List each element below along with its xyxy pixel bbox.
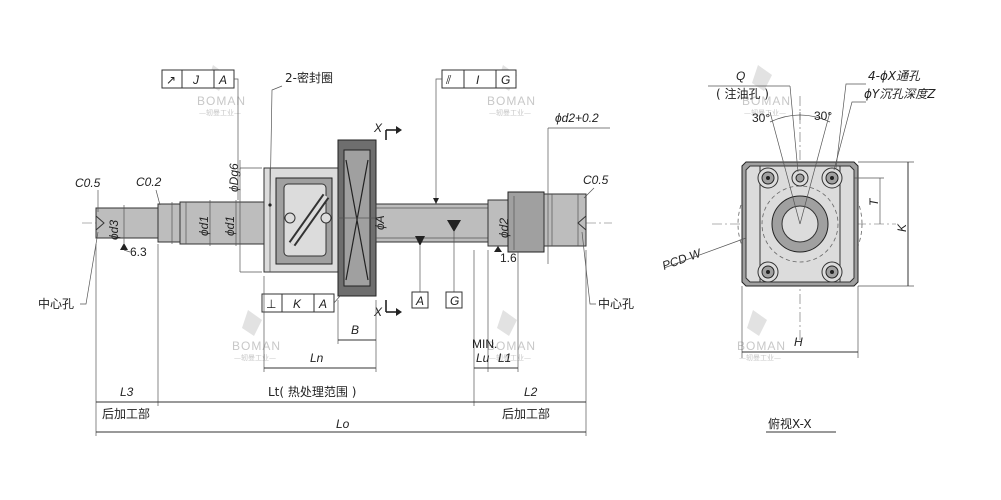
watermark-brand: BOMAN [737,339,786,353]
through-hole-label: 4-ϕX通孔 [868,69,921,83]
screw-head [320,212,332,224]
shaft-end-left [95,207,159,239]
H-label: H [794,335,803,349]
watermark-tagline: —轫曼工业— [489,108,531,117]
Lt-label: Lt( 热处理范围 ) [268,385,356,399]
shaft-step-left [157,203,181,243]
center-hole-right-label: 中心孔 [598,296,634,311]
watermark-logo-4: BOMAN —轫曼工业— [232,310,281,362]
d1b-label: ϕd1 [223,216,237,236]
bolt-hole [757,167,779,189]
watermark-tagline: —轫曼工业— [739,353,781,362]
chamfer-left2-label: C0.2 [136,175,162,189]
screw-thread [375,203,493,243]
watermark-brand: BOMAN [487,94,536,108]
frame-parallel-I-G: ⫽ I G [433,69,517,204]
Ln-label: Ln [310,351,324,365]
watermark-brand: BOMAN [232,339,281,353]
svg-text:J: J [192,73,200,87]
section-X-top: X [373,121,383,135]
val-1-6: 1.6 [500,251,517,265]
watermark-brand: BOMAN [742,94,791,108]
seal-label: 2-密封圈 [285,70,333,85]
Q-label: Q [736,69,745,83]
pcd-circle [737,161,863,287]
bearing-seat [507,191,545,253]
svg-text:I: I [476,73,480,87]
svg-text:K: K [293,297,302,311]
L3-label: L3 [120,385,134,399]
section-X-bottom: X [373,305,383,319]
shaft-journal-left [179,201,267,245]
watermark-tagline: —轫曼工业— [234,353,276,362]
side-view: C0.5 C0.2 C0.5 2-密封圈 ϕd3 6.3 ϕd1 ϕd1 ϕDg… [38,69,634,436]
frame-perpendicular-K-A: ⊥ K A [261,293,341,313]
L2-label: L2 [524,385,538,399]
Lo-label: Lo [336,417,350,431]
watermark-tagline: —轫曼工业— [744,108,786,117]
A-diameter-label: ϕA [373,215,387,230]
watermark-logo-5: BOMAN —轫曼工业— [487,310,536,362]
perpendicular-icon: ⊥ [266,297,276,311]
svg-text:A: A [318,297,327,311]
watermark-brand: BOMAN [197,94,246,108]
chamfer-left-label: C0.5 [75,176,101,190]
datum-box-A: A [411,291,429,309]
B-label: B [351,323,359,337]
parallel-icon: ⫽ [445,73,452,87]
svg-text:G: G [450,294,459,308]
bolt-hole [757,261,779,283]
d3-label: ϕd3 [107,220,121,240]
watermark-brand: BOMAN [487,339,536,353]
Lu-label: Lu [476,351,490,365]
watermark-logo-6: BOMAN —轫曼工业— [737,310,786,362]
watermark-logo-3: BOMAN —轫曼工业— [742,65,791,117]
min-label: MIN. [472,337,497,351]
screw-head [284,212,296,224]
end-view: 30° 30° Q ( 注油孔 ) 4-ϕX通孔 ϕY沉孔深度Z T K H P… [660,69,936,433]
runout-icon: ↗ [166,73,176,87]
angle-label-1: 30° [752,111,770,125]
center-hole-left-label: 中心孔 [38,296,74,311]
view-title: 俯视X-X [768,416,812,431]
svg-text:G: G [501,73,510,87]
watermark-tagline: —轫曼工业— [199,108,241,117]
post-process-left: 后加工部 [102,406,150,421]
shaft-end-right [543,193,587,247]
post-process-right: 后加工部 [502,406,550,421]
T-label: T [867,197,881,206]
angle-label-2: 30° [814,109,832,123]
pcd-label: PCD W [660,245,704,272]
svg-text:A: A [415,294,424,308]
watermark-tagline: —轫曼工业— [489,353,531,362]
dg6-label: ϕDg6 [227,163,241,192]
K-label: K [895,223,909,232]
L1-label: L1 [498,351,511,365]
d2-tol-label: ϕd2+0.2 [555,111,599,125]
d1-label: ϕd1 [197,216,211,236]
d2-label: ϕd2 [497,218,511,238]
svg-text:A: A [218,73,227,87]
chamfer-right-label: C0.5 [583,173,609,187]
bolt-hole [821,167,843,189]
counterbore-label: ϕY沉孔深度Z [864,87,936,101]
bolt-hole [821,261,843,283]
datum-box-G: G [445,291,463,309]
frame-runout-J-A: ↗ J A [161,69,239,200]
d3-value: 6.3 [130,245,147,259]
oil-hole-label: ( 注油孔 ) [716,86,769,101]
